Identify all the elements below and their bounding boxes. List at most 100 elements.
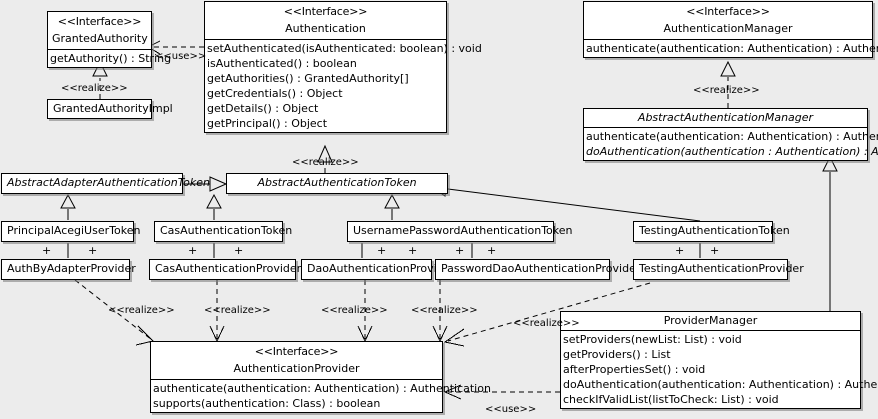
operations-compartment: setProviders(newList: List) : void getPr… (561, 331, 878, 408)
class-granted-authority[interactable]: <<Interface>> GrantedAuthority getAuthor… (47, 11, 172, 68)
class-name: CasAuthenticationToken (160, 224, 293, 237)
class-name: AuthByAdapterProvider (7, 262, 136, 275)
operations-compartment: authenticate(authentication: Authenticat… (584, 40, 878, 57)
class-authentication-provider[interactable]: <<Interface>> AuthenticationProvider aut… (150, 341, 491, 413)
edge-label-realize-cas: <<realize>> (204, 305, 271, 316)
operation: getAuthorities() : GrantedAuthority[] (207, 72, 409, 85)
class-dao-authentication-provider[interactable]: DaoAuthenticationProvider (301, 259, 455, 280)
class-cas-authentication-provider[interactable]: CasAuthenticationProvider (149, 259, 302, 280)
class-granted-authority-impl[interactable]: GrantedAuthorityImpl (47, 99, 173, 119)
class-auth-by-adapter-provider-header: AuthByAdapterProvider (2, 260, 136, 278)
class-cas-authentication-token-header: CasAuthenticationToken (155, 222, 293, 240)
divider (561, 330, 860, 331)
class-password-dao-authentication-provider[interactable]: PasswordDaoAuthenticationProvider (435, 259, 641, 280)
class-name: Authentication (285, 22, 366, 35)
multiplicity-plus: + (234, 244, 244, 257)
class-authentication-header: <<Interface>> Authentication (205, 2, 446, 39)
class-name: AbstractAdapterAuthenticationToken (7, 176, 210, 189)
stereotype-interface: <<Interface>> (686, 5, 770, 18)
operation: doAuthentication(authentication: Authent… (563, 378, 878, 391)
class-abstract-adapter-authentication-token[interactable]: AbstractAdapterAuthenticationToken (1, 173, 210, 194)
class-name: DaoAuthenticationProvider (307, 262, 455, 275)
divider (48, 49, 151, 50)
edge-label-realize-authbyadapter: <<realize>> (108, 305, 175, 316)
class-principal-acegi-user-token-header: PrincipalAcegiUserToken (2, 222, 141, 240)
class-auth-by-adapter-provider[interactable]: AuthByAdapterProvider (1, 259, 136, 280)
class-name: GrantedAuthority (52, 32, 148, 45)
class-abstract-authentication-manager-header: AbstractAuthenticationManager (584, 109, 867, 127)
class-abstract-authentication-manager[interactable]: AbstractAuthenticationManager authentica… (583, 108, 878, 161)
operation: setAuthenticated(isAuthenticated: boolea… (207, 42, 482, 55)
multiplicity-plus: + (487, 244, 497, 257)
class-authentication-provider-header: <<Interface>> AuthenticationProvider (151, 342, 442, 379)
edge-label-realize-abstract-auth-manager: <<realize>> (693, 85, 760, 96)
class-name: UsernamePasswordAuthenticationToken (353, 224, 573, 237)
operation: supports(authentication: Class) : boolea… (153, 397, 381, 410)
edge-label-use-providermanager: <<use>> (485, 404, 537, 415)
multiplicity-plus: + (377, 244, 387, 257)
edge-label-realize-abstract-auth-token: <<realize>> (292, 157, 359, 168)
class-granted-authority-header: <<Interface>> GrantedAuthority (48, 12, 151, 49)
operation: checkIfValidList(listToCheck: List) : vo… (563, 393, 779, 406)
operations-compartment: authenticate(authentication: Authenticat… (584, 128, 878, 160)
class-testing-authentication-token[interactable]: TestingAuthenticationToken (633, 221, 790, 242)
operation: setProviders(newList: List) : void (563, 333, 742, 346)
class-name: PasswordDaoAuthenticationProvider (441, 262, 641, 275)
operations-compartment: setAuthenticated(isAuthenticated: boolea… (205, 40, 482, 132)
operation: authenticate(authentication: Authenticat… (586, 42, 878, 55)
divider (584, 39, 872, 40)
multiplicity-plus: + (675, 244, 685, 257)
class-abstract-adapter-authentication-token-header: AbstractAdapterAuthenticationToken (2, 174, 210, 192)
class-authentication-manager[interactable]: <<Interface>> AuthenticationManager auth… (583, 1, 878, 58)
stereotype-interface: <<Interface>> (283, 5, 368, 18)
operations-compartment: getAuthority() : String (48, 50, 172, 67)
operation: authenticate(authentication: Authenticat… (586, 130, 878, 143)
class-provider-manager-header: ProviderManager (561, 312, 860, 330)
operation: getDetails() : Object (207, 102, 319, 115)
operation: doAuthentication(authentication : Authen… (586, 145, 878, 158)
class-authentication[interactable]: <<Interface>> Authentication setAuthenti… (204, 1, 482, 133)
class-password-dao-authentication-provider-header: PasswordDaoAuthenticationProvider (436, 260, 641, 278)
class-username-password-authentication-token[interactable]: UsernamePasswordAuthenticationToken (347, 221, 573, 242)
class-testing-authentication-provider-header: TestingAuthenticationProvider (634, 260, 804, 278)
divider (584, 127, 867, 128)
edge-label-realize-dao: <<realize>> (321, 305, 388, 316)
edge-label-realize-passworddao: <<realize>> (411, 305, 478, 316)
operations-compartment: authenticate(authentication: Authenticat… (151, 380, 491, 412)
operation: authenticate(authentication: Authenticat… (153, 382, 491, 395)
class-abstract-authentication-token[interactable]: AbstractAuthenticationToken (226, 173, 448, 194)
operation: afterPropertiesSet() : void (563, 363, 706, 376)
operation: getPrincipal() : Object (207, 117, 328, 130)
operation: getAuthority() : String (50, 52, 172, 65)
multiplicity-plus: + (88, 244, 98, 257)
class-authentication-manager-header: <<Interface>> AuthenticationManager (584, 2, 872, 39)
multiplicity-plus: + (408, 244, 418, 257)
class-principal-acegi-user-token[interactable]: PrincipalAcegiUserToken (1, 221, 141, 242)
stereotype-interface: <<Interface>> (254, 345, 339, 358)
multiplicity-plus: + (188, 244, 198, 257)
divider (151, 379, 442, 380)
class-testing-authentication-token-header: TestingAuthenticationToken (634, 222, 790, 240)
class-provider-manager[interactable]: ProviderManager setProviders(newList: Li… (560, 311, 878, 409)
operation: getProviders() : List (563, 348, 671, 361)
class-name: AbstractAuthenticationToken (257, 176, 417, 189)
edge-label-realize-testing: <<realize>> (513, 318, 580, 329)
class-cas-authentication-provider-header: CasAuthenticationProvider (150, 260, 302, 278)
operation: getCredentials() : Object (207, 87, 343, 100)
class-cas-authentication-token[interactable]: CasAuthenticationToken (154, 221, 293, 242)
class-name: AuthenticationManager (663, 22, 793, 35)
class-testing-authentication-provider[interactable]: TestingAuthenticationProvider (633, 259, 804, 280)
class-username-password-authentication-token-header: UsernamePasswordAuthenticationToken (348, 222, 573, 240)
multiplicity-plus: + (455, 244, 465, 257)
edge-generalize-testing-token (447, 188, 701, 222)
class-name: AuthenticationProvider (233, 362, 360, 375)
class-name: CasAuthenticationProvider (155, 262, 302, 275)
class-name: PrincipalAcegiUserToken (7, 224, 141, 237)
class-name: TestingAuthenticationProvider (639, 262, 804, 275)
class-abstract-authentication-token-header: AbstractAuthenticationToken (227, 174, 447, 192)
edge-label-realize-grantedauthorityimpl: <<realize>> (61, 83, 128, 94)
operation: isAuthenticated() : boolean (207, 57, 357, 70)
class-dao-authentication-provider-header: DaoAuthenticationProvider (302, 260, 455, 278)
divider (205, 39, 446, 40)
